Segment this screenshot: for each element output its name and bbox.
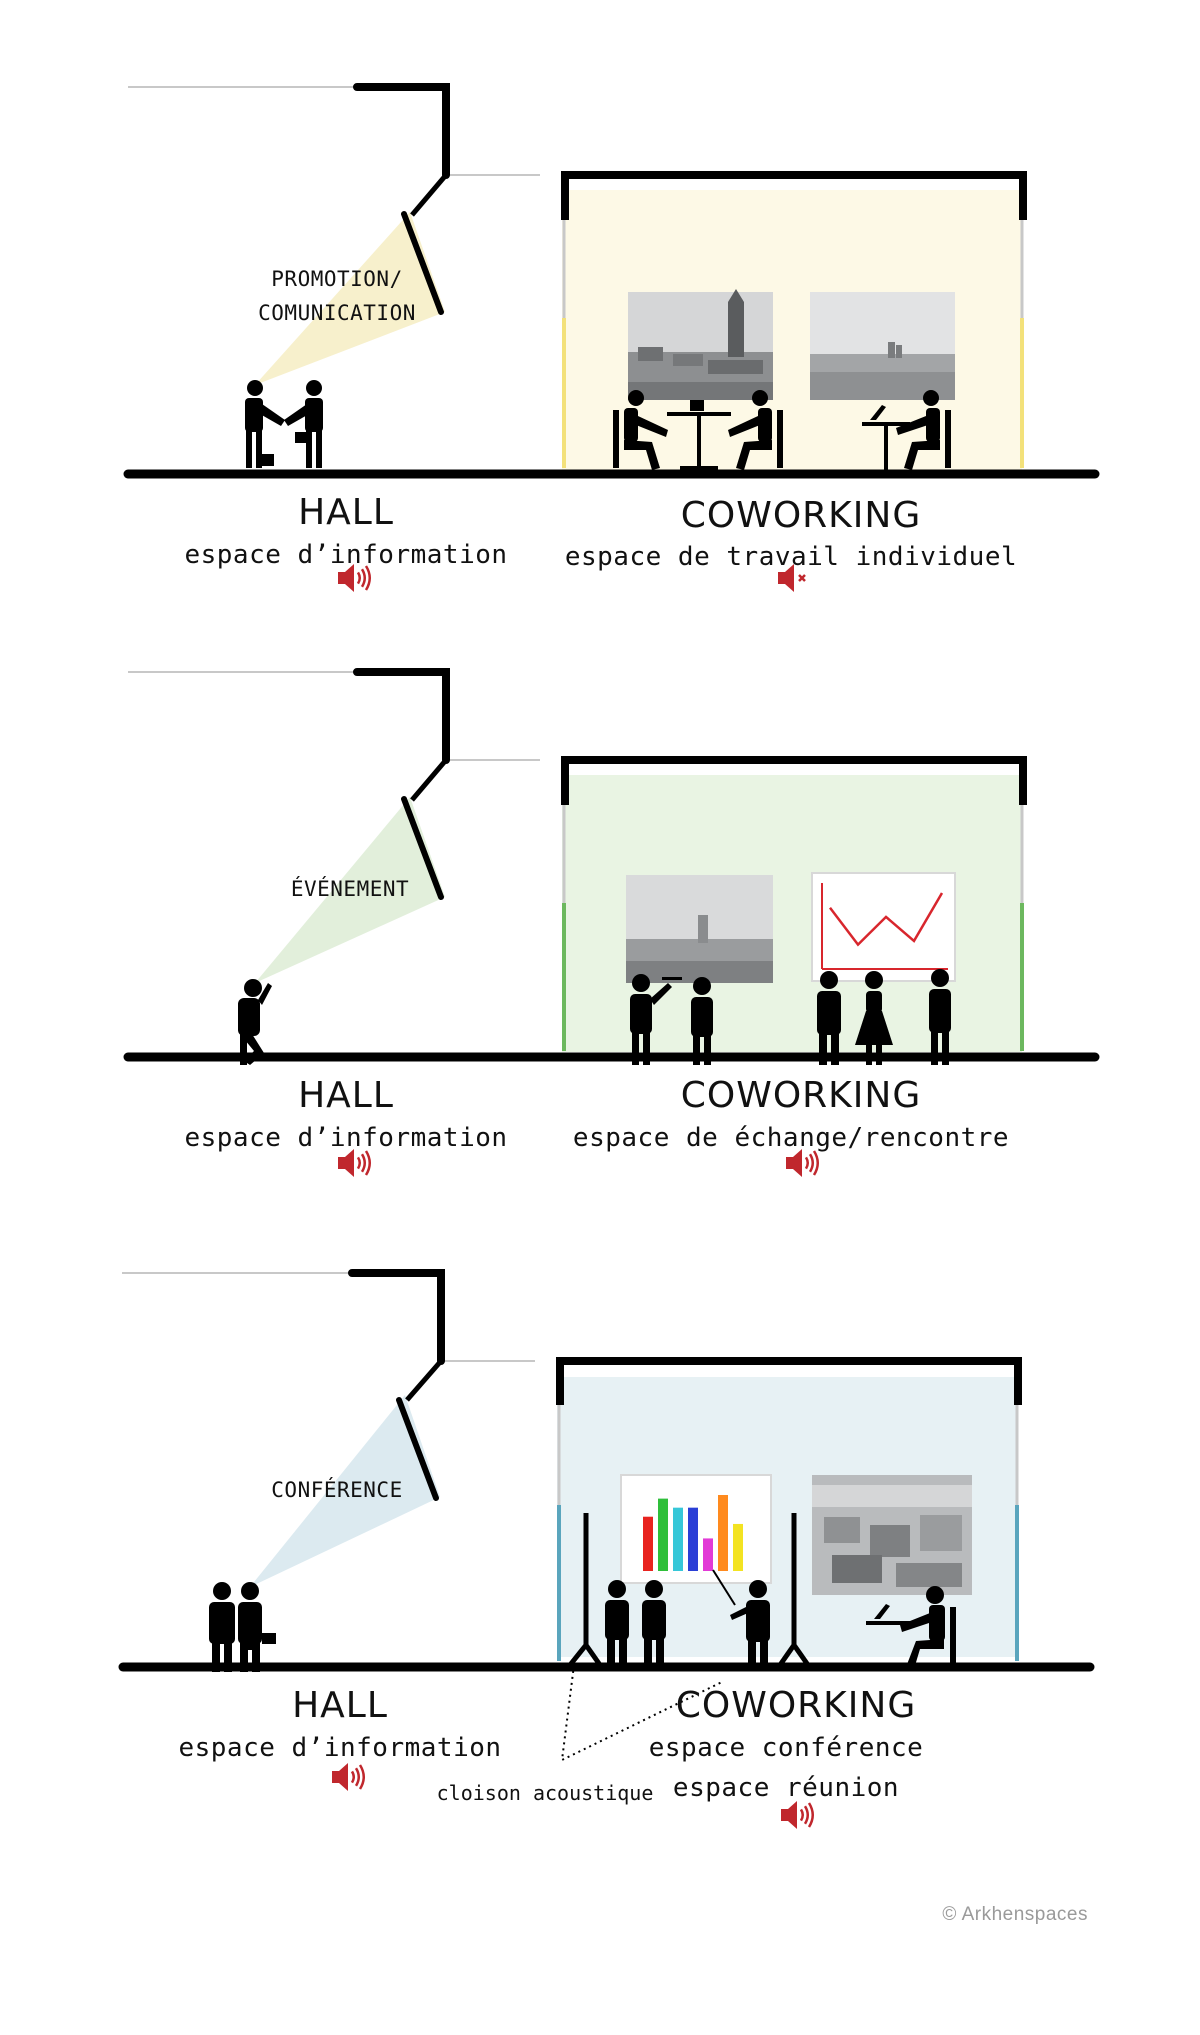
canopy-structure: [353, 83, 450, 179]
acoustic-partition-left: [568, 1513, 603, 1667]
conference-light-beam: [250, 1395, 440, 1587]
coworking-subtitle-1: espace conférence: [648, 1733, 924, 1763]
panel-conference-drawing: [118, 1269, 1095, 1829]
copyright-credit: © Arkhenspaces: [942, 1904, 1088, 1925]
beam-label-line-1: PROMOTION/: [271, 267, 403, 291]
hall-title: HALL: [292, 1685, 388, 1726]
bar-6: [718, 1495, 728, 1571]
canopy-structure: [348, 1269, 445, 1365]
beam-label-line-1: ÉVÉNEMENT: [290, 877, 410, 901]
bar-1: [643, 1516, 653, 1571]
panel-conference: CONFÉRENCE HALL espace d’information COW…: [0, 1195, 1200, 1829]
coworking-speaker-icon: [778, 564, 806, 592]
hall-title: HALL: [298, 1075, 394, 1116]
panel-evenement: ÉVÉNEMENT HALL espace d’information COWO…: [0, 585, 1200, 1185]
canopy-support: [405, 1359, 443, 1402]
bar-3: [673, 1507, 683, 1571]
panel-promotion: PROMOTION/ COMUNICATION HALL espace d’in…: [0, 0, 1200, 600]
coworking-title: COWORKING: [675, 1685, 917, 1726]
bar-4: [688, 1507, 698, 1571]
coworking-speaker-icon: [781, 1801, 814, 1829]
city-photo-church: [628, 289, 773, 400]
event-person-man: [817, 971, 841, 1065]
coworking-subtitle: espace de travail individuel: [564, 542, 1018, 572]
canopy-structure: [353, 668, 450, 764]
coworking-title: COWORKING: [680, 495, 922, 536]
bar-chart-bars: [643, 1495, 743, 1571]
hall-speaker-icon: [338, 564, 371, 592]
hall-title: HALL: [298, 492, 394, 533]
desk-center: [667, 400, 731, 470]
bar-5: [703, 1538, 713, 1571]
panel-promotion-drawing: [123, 83, 1100, 592]
line-chart-board: [811, 872, 956, 982]
hall-person-phone: [238, 979, 272, 1065]
beam-label-line-2: COMUNICATION: [258, 301, 416, 325]
event-person-glass: [929, 969, 951, 1065]
event-person-drinking: [691, 977, 713, 1065]
audience-person-2: [642, 1580, 666, 1668]
hall-visitors-pair: [209, 1582, 276, 1672]
hall-people-handshake: [245, 380, 323, 468]
coworking-title: COWORKING: [680, 1075, 922, 1116]
coworker-seated-right: [728, 390, 783, 470]
bar-chart-board: [620, 1474, 772, 1584]
acoustic-partition-right: [777, 1513, 811, 1667]
coworking-speaker-icon: [786, 1149, 819, 1177]
bar-2: [658, 1498, 668, 1571]
canopy-support: [410, 758, 448, 802]
canopy-support: [410, 173, 448, 217]
callout-label: cloison acoustique: [436, 1781, 654, 1805]
city-photo-aerial: [812, 1475, 972, 1595]
line-chart-series: [829, 892, 944, 947]
presenter-pointer: [712, 1569, 736, 1606]
beam-label-line-1: CONFÉRENCE: [271, 1478, 403, 1502]
promotion-light-beam: [255, 212, 445, 385]
coworker-seated-left: [613, 390, 668, 470]
hall-subtitle: espace d’information: [178, 1733, 502, 1763]
screen-panel: [396, 1397, 439, 1501]
beam-label: ÉVÉNEMENT: [291, 877, 409, 901]
hall-subtitle: espace d’information: [184, 1123, 508, 1153]
coworker-seated-laptop: [862, 390, 951, 470]
hall-speaker-icon: [338, 1149, 371, 1177]
city-photo-fog: [626, 875, 773, 983]
bar-7: [733, 1523, 743, 1571]
event-person-woman: [855, 971, 893, 1065]
screen-panel: [401, 211, 444, 315]
evenement-light-beam: [255, 797, 445, 983]
coworker-seated-laptop: [866, 1586, 956, 1669]
coworking-subtitle-2: espace réunion: [672, 1773, 900, 1803]
coworking-roof: [556, 1357, 1022, 1405]
hall-speaker-icon: [332, 1763, 365, 1791]
presenter-person: [730, 1580, 770, 1668]
coworking-roof: [561, 171, 1027, 220]
event-person-waiter: [630, 974, 682, 1065]
hall-subtitle: espace d’information: [184, 540, 508, 570]
panel-evenement-drawing: [123, 668, 1100, 1177]
screen-panel: [401, 796, 444, 900]
callout-leader: [560, 1664, 723, 1762]
coworking-roof: [561, 756, 1027, 805]
audience-person-1: [605, 1580, 629, 1668]
city-photo-skyline: [810, 292, 955, 400]
beam-label: CONFÉRENCE: [271, 1478, 402, 1502]
coworking-subtitle: espace de échange/rencontre: [572, 1123, 1010, 1153]
beam-label: PROMOTION/ COMUNICATION: [258, 262, 416, 330]
